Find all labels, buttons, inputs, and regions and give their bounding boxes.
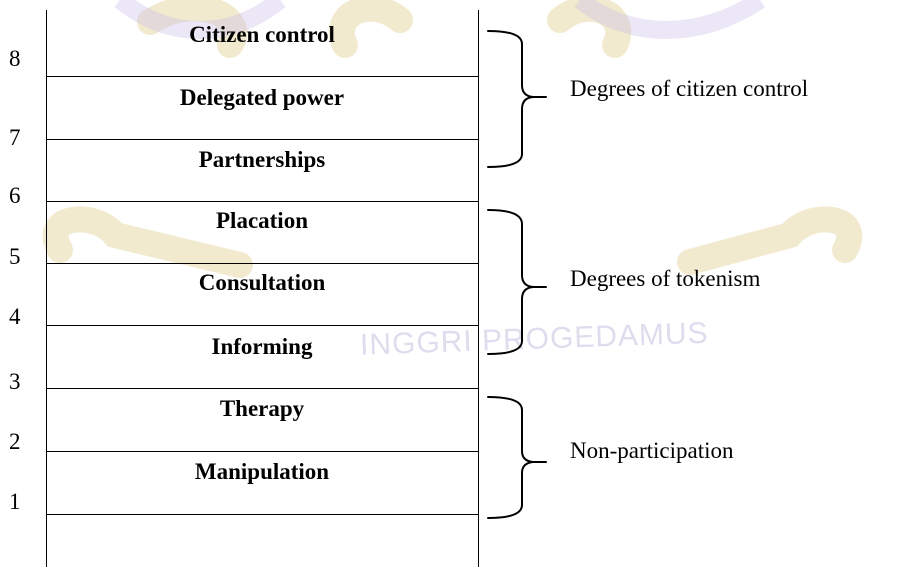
rung-divider-7 [46,139,478,140]
rung-divider-1 [46,514,478,515]
rung-label-informing: Informing [211,334,313,359]
rung-label-partnerships: Partnerships [198,147,326,172]
brace-citizen-control [487,30,534,168]
rung-label-placation: Placation [216,208,308,233]
rung-number-3: 3 [9,369,21,394]
ladder-left-rail [46,10,47,567]
brace-non-participation [487,396,534,519]
ladder-right-rail [478,10,479,567]
rung-number-6: 6 [9,183,21,208]
rung-number-2: 2 [9,429,21,454]
rung-divider-2 [46,451,478,452]
rung-label-consultation: Consultation [198,270,326,295]
rung-divider-6 [46,201,478,202]
group-label-citizen-control: Degrees of citizen control [570,76,809,101]
rung-divider-4 [46,325,478,326]
rung-number-7: 7 [9,125,21,150]
brace-tokenism [487,209,534,355]
rung-number-8: 8 [9,46,21,71]
rung-divider-3 [46,388,478,389]
rung-label-delegated-power: Delegated power [179,85,345,110]
group-label-tokenism: Degrees of tokenism [570,266,761,291]
group-label-non-participation: Non-participation [570,438,734,463]
rung-label-manipulation: Manipulation [194,459,330,484]
rung-label-therapy: Therapy [219,396,305,421]
rung-number-4: 4 [9,304,21,329]
rung-label-citizen-control: Citizen control [189,22,335,47]
rung-divider-5 [46,263,478,264]
rung-divider-8 [46,76,478,77]
rung-number-5: 5 [9,244,21,269]
rung-number-1: 1 [9,489,21,514]
